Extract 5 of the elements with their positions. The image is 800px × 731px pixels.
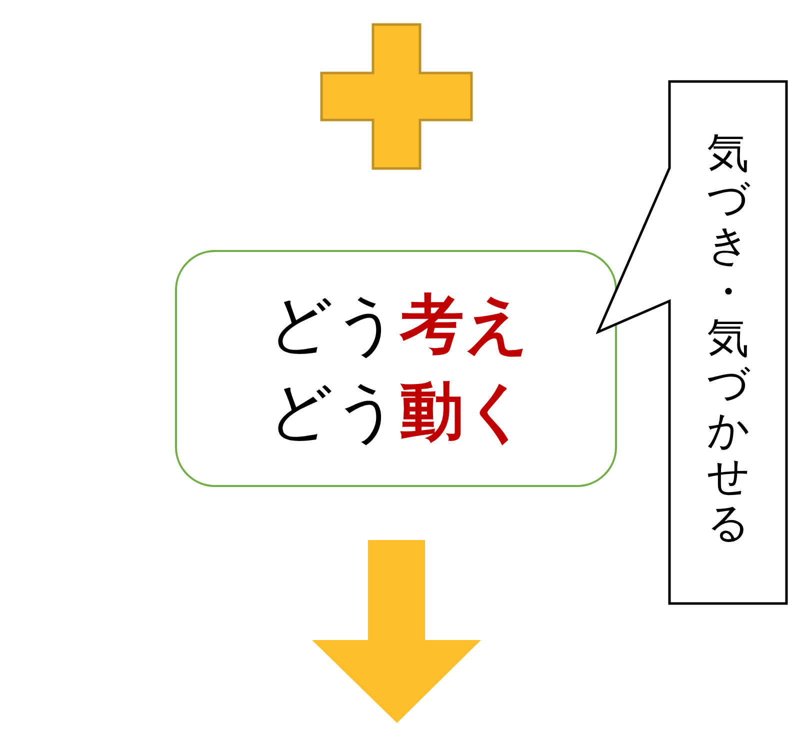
box-text: どう考えどう動く: [267, 286, 532, 450]
plus-shape: [320, 23, 473, 170]
callout-text: 気づき・気づかせる: [707, 130, 749, 546]
speech-callout: [596, 80, 788, 605]
rounded-box: [175, 250, 617, 487]
